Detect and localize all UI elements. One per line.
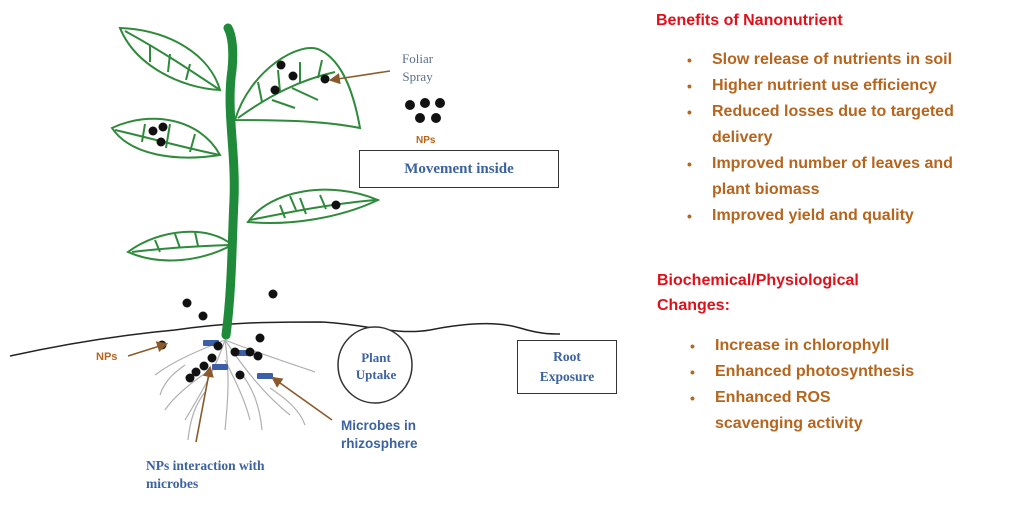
- benefits-heading: Benefits of Nanonutrient: [656, 12, 843, 29]
- foliar-spray-label: Foliar Spray: [402, 51, 434, 84]
- benefit-item: Reduced losses due to targeted delivery: [685, 99, 1015, 151]
- soil-line: [9, 321, 561, 357]
- benefits-list: Slow release of nutrients in soil Higher…: [685, 47, 1015, 229]
- change-item: Increase in chlorophyll: [688, 333, 1008, 359]
- plant-uptake-ellipse: [337, 326, 413, 404]
- foliar-arrow: [328, 70, 391, 85]
- nps-interaction-label: NPs interaction with microbes: [146, 458, 265, 491]
- microbe-arrow: [271, 376, 333, 421]
- leaf-mid-right: [246, 188, 381, 225]
- change-item: Enhanced photosynthesis: [688, 359, 1008, 385]
- movement-inside-box: Movement inside: [359, 150, 559, 188]
- leaf-top-right: [233, 47, 362, 130]
- plant-uptake-label: Plant Uptake: [355, 350, 397, 382]
- benefit-item: Slow release of nutrients in soil: [685, 47, 1015, 73]
- microbes-rhizosphere-label: Microbes in rhizosphere: [341, 418, 418, 451]
- benefit-item: Higher nutrient use efficiency: [685, 73, 1015, 99]
- benefit-item: Improved yield and quality: [685, 203, 1015, 229]
- root-exposure-box: Root Exposure: [517, 340, 617, 394]
- root-exposure-label: Root Exposure: [539, 349, 595, 384]
- nps-top-label: NPs: [416, 135, 436, 146]
- change-item: Enhanced ROS scavenging activity: [688, 385, 1008, 437]
- arrows: [127, 70, 391, 443]
- changes-heading: Biochemical/Physiological Changes:: [657, 272, 859, 314]
- nps-left-label: NPs: [96, 351, 118, 363]
- benefit-item: Improved number of leaves and plant biom…: [685, 151, 1015, 203]
- nps-left-arrow: [127, 341, 169, 357]
- movement-inside-label: Movement inside: [404, 160, 514, 177]
- leaves: [110, 26, 381, 262]
- interaction-arrow: [195, 365, 214, 443]
- plant-stem: [221, 23, 239, 340]
- changes-list: Increase in chlorophyll Enhanced photosy…: [688, 333, 1008, 437]
